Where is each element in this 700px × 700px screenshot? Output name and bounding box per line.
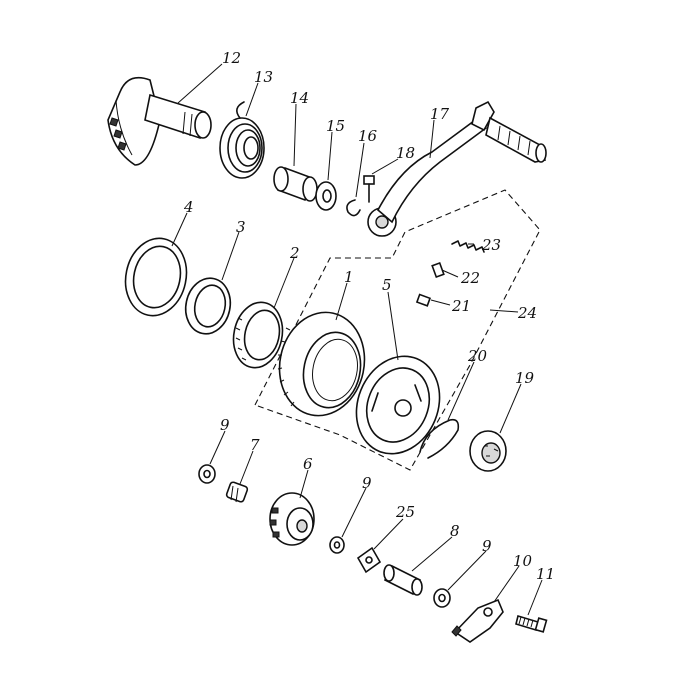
label-part-11: 11 — [536, 565, 555, 583]
part-8-pin-shaft — [383, 564, 423, 596]
label-part-6: 6 — [303, 455, 313, 473]
part-2-roller-bearing — [232, 301, 284, 369]
label-part-9-b: 9 — [362, 474, 372, 492]
label-part-12: 12 — [222, 49, 241, 67]
part-15-washer — [315, 181, 337, 211]
label-part-8: 8 — [450, 522, 460, 540]
label-part-17: 17 — [430, 105, 450, 123]
part-19-cam — [469, 430, 507, 472]
label-part-4: 4 — [183, 198, 194, 216]
part-4-thrust-ring — [124, 237, 188, 317]
label-part-9-a: 9 — [220, 416, 230, 434]
part-9-washer-c — [433, 588, 451, 608]
part-9-washer-a — [198, 464, 216, 484]
part-12-kick-shaft — [107, 76, 212, 166]
part-25-plate-washer — [356, 546, 382, 574]
label-part-5: 5 — [382, 276, 392, 294]
part-6-gear — [269, 492, 315, 546]
label-part-24: 24 — [517, 304, 537, 322]
label-part-22: 22 — [460, 269, 480, 287]
part-7-bushing — [225, 481, 249, 503]
label-part-20: 20 — [467, 347, 488, 365]
label-part-21: 21 — [451, 297, 471, 315]
part-11-bolt — [515, 614, 548, 633]
label-part-10: 10 — [513, 552, 533, 570]
label-part-18: 18 — [396, 144, 415, 162]
label-part-1: 1 — [344, 268, 354, 286]
label-part-2: 2 — [289, 244, 300, 262]
part-3-ring — [184, 277, 232, 335]
label-part-25: 25 — [395, 503, 415, 521]
label-part-15: 15 — [326, 117, 345, 135]
part-22-pin — [431, 261, 445, 279]
label-part-3: 3 — [236, 218, 246, 236]
label-part-23: 23 — [481, 236, 501, 254]
leader-lines — [171, 63, 543, 616]
part-23-spring — [451, 240, 485, 253]
part-20-starter-plate — [355, 355, 460, 459]
label-part-16: 16 — [358, 127, 378, 145]
part-14-collar — [273, 166, 318, 202]
part-18-bolt — [363, 175, 375, 203]
label-part-19: 19 — [515, 369, 535, 387]
part-16-circlip — [346, 199, 361, 217]
part-21-pin — [415, 293, 432, 307]
subassembly-outline — [254, 189, 541, 471]
part-9-washer-b — [329, 536, 345, 554]
part-13-spring — [219, 101, 265, 179]
part-1-ratchet-wheel — [277, 311, 366, 417]
label-part-7: 7 — [250, 436, 260, 454]
label-part-14: 14 — [290, 89, 309, 107]
label-part-9-c: 9 — [482, 537, 492, 555]
part-17-kick-lever — [367, 100, 547, 237]
label-part-13: 13 — [254, 68, 273, 86]
part-10-stopper — [451, 598, 504, 643]
